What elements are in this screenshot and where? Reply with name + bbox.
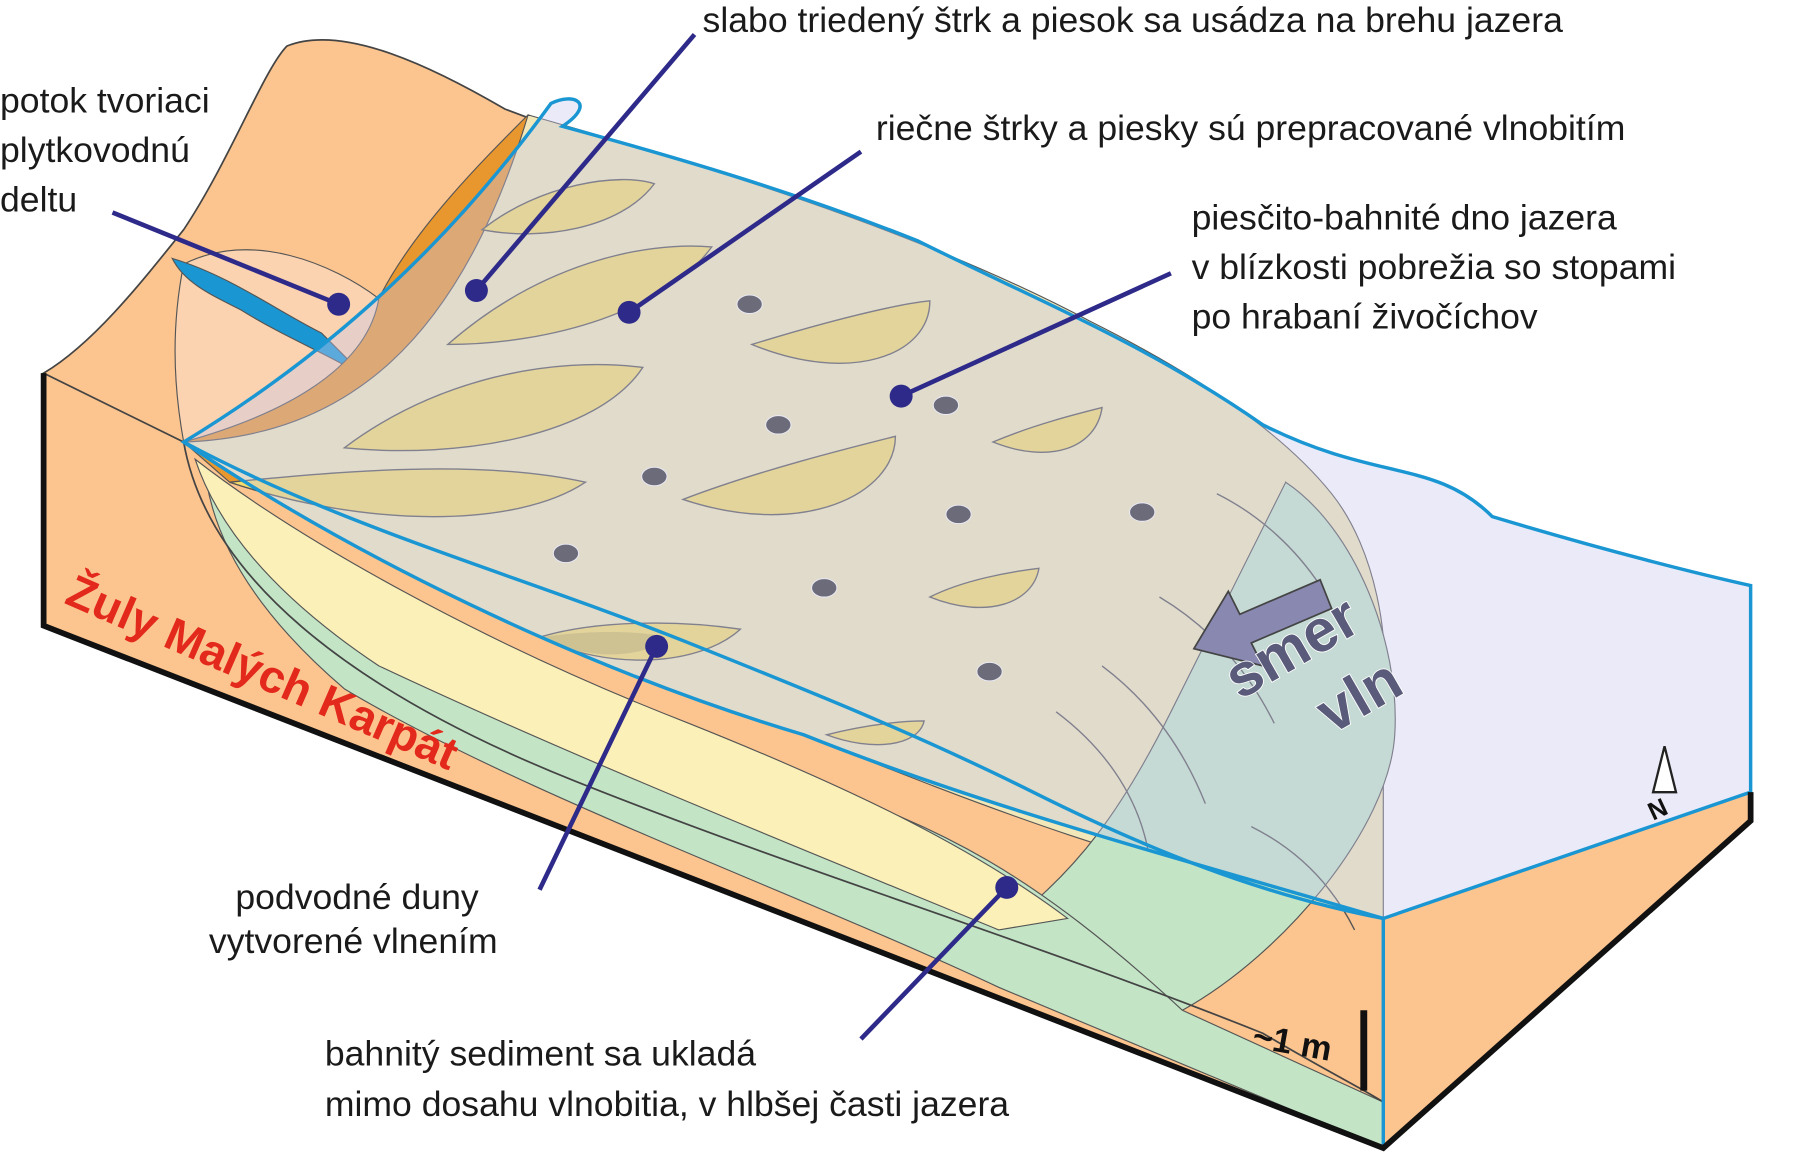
dunes [229,178,1103,746]
svg-text:potok tvoriaci: potok tvoriaci [0,81,210,121]
svg-text:vytvorené vlnením: vytvorené vlnením [209,921,498,961]
svg-text:v blízkosti pobrežia so stopam: v blízkosti pobrežia so stopami [1192,247,1676,287]
label-reworked: riečne štrky a piesky sú prepracované vl… [617,108,1625,324]
water-body [180,97,1753,921]
label-lake-floor: piesčito-bahnité dno jazera v blízkosti … [889,198,1676,408]
basement-boundary [182,441,1384,1103]
label-mud: bahnitý sediment sa ukladá mimo dosahu v… [325,875,1019,1124]
svg-text:riečne štrky a piesky sú prepr: riečne štrky a piesky sú prepracované vl… [876,108,1625,148]
svg-text:po hrabaní živočíchov: po hrabaní živočíchov [1192,296,1538,336]
block-outline [40,373,1754,1152]
label-dunes: podvodné duny vytvorené vlnením [209,634,669,961]
svg-text:plytkovodnú: plytkovodnú [0,130,190,170]
water-front-edge [182,440,1384,921]
block-right-face [1383,792,1751,1149]
burrow-shells [552,294,1156,682]
svg-text:mimo dosahu vlnobitia, v hlbše: mimo dosahu vlnobitia, v hlbšej časti ja… [325,1084,1009,1124]
svg-text:slabo triedený štrk a piesok s: slabo triedený štrk a piesok sa usádza n… [703,0,1564,40]
label-delta: potok tvoriaci plytkovodnú deltu [0,81,351,316]
front-sand-layer [194,457,1070,931]
label-shore-gravel: slabo triedený štrk a piesok sa usádza n… [464,0,1564,302]
svg-text:bahnitý sediment sa ukladá: bahnitý sediment sa ukladá [325,1033,756,1073]
wave-direction-arrow [1192,578,1333,668]
svg-text:deltu: deltu [0,179,77,219]
svg-text:piesčito-bahnité dno jazera: piesčito-bahnité dno jazera [1192,198,1617,238]
north-arrow-icon [1651,745,1678,794]
svg-text:podvodné duny: podvodné duny [235,877,479,917]
shore-land [41,38,553,444]
